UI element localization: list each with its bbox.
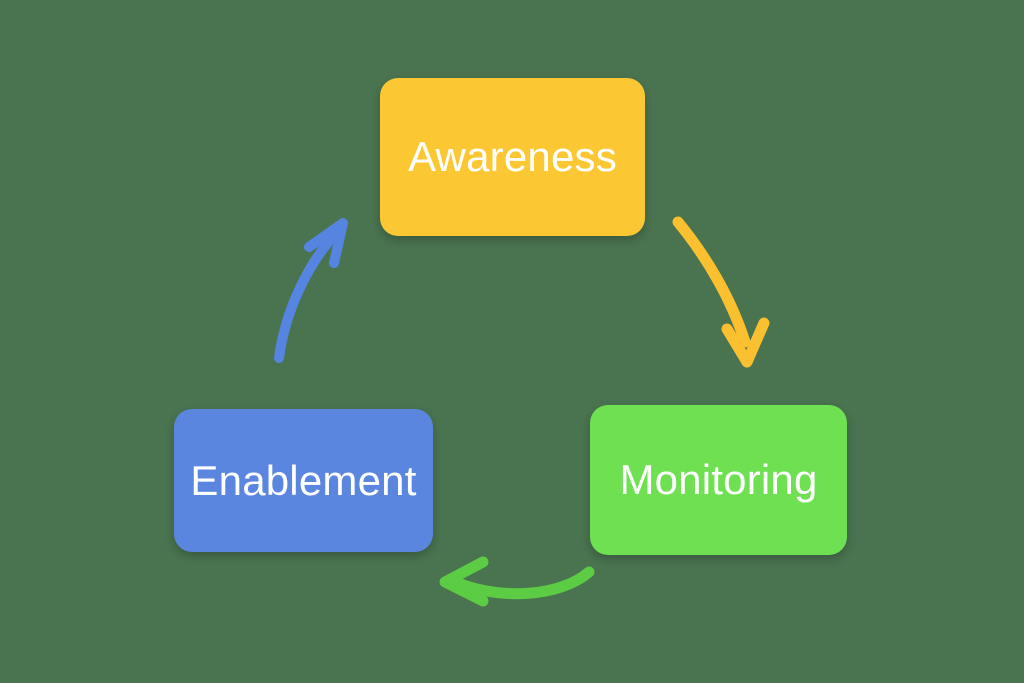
- arrow-monitoring-to-enablement: [439, 556, 595, 607]
- node-enablement[interactable]: Enablement: [174, 409, 433, 552]
- arrow-awareness-to-monitoring: [672, 216, 770, 368]
- node-enablement-label: Enablement: [190, 456, 417, 504]
- node-monitoring[interactable]: Monitoring: [590, 405, 847, 555]
- arrow-enablement-to-awareness: [274, 218, 348, 363]
- node-awareness[interactable]: Awareness: [380, 78, 645, 236]
- node-awareness-label: Awareness: [408, 133, 617, 180]
- node-monitoring-label: Monitoring: [619, 456, 818, 503]
